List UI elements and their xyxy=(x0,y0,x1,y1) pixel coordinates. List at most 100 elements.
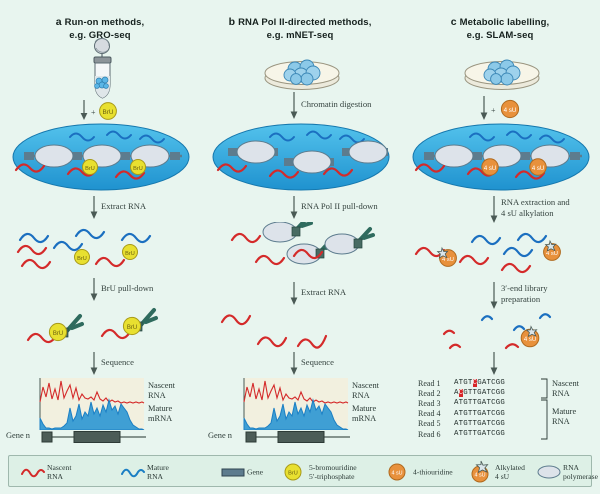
step-label-rna-extraction-alkylation: RNA extraction and 4 sU alkylation xyxy=(501,197,570,218)
nucleus-diagram-a: BrU BrU xyxy=(12,123,190,191)
svg-text:4 sU: 4 sU xyxy=(532,166,544,172)
nucleus-diagram-b xyxy=(212,123,390,191)
track-label-nascent-b: Nascent RNA xyxy=(352,381,379,400)
gene-bar-icon xyxy=(221,468,245,477)
legend-label: Gene xyxy=(247,467,264,477)
legend: Nascent RNA Mature RNA Gene BrU 5-bromou… xyxy=(8,455,600,488)
pol2-ellipse-icon xyxy=(537,465,561,479)
read-sequence: ATGTCGATCGG xyxy=(454,379,505,388)
track-label-nascent-a: Nascent RNA xyxy=(148,381,175,400)
legend-label: 4-thiouridine xyxy=(413,467,453,477)
panel-b-title-line1: RNA Pol II-directed methods, xyxy=(238,17,372,28)
legend-item-pol2: RNA polymerase II xyxy=(537,456,600,488)
panel-a-title-line2: e.g. GRO-seq xyxy=(69,29,131,41)
read-name: Read 5 xyxy=(418,419,441,429)
wavy-blue-line-icon xyxy=(121,468,145,478)
read-name: Read 3 xyxy=(418,398,441,408)
arrow-add-bru: + BrU xyxy=(80,100,117,120)
read-sequence: ATGTTGATCGG xyxy=(454,430,505,439)
reads-label-nascent: Nascent RNA xyxy=(552,379,579,398)
read-row: Read 5 ATGTTGATCGG xyxy=(418,419,505,429)
gene-label-a: Gene n xyxy=(6,431,30,440)
svg-text:BrU: BrU xyxy=(127,325,137,331)
signal-track-b xyxy=(243,378,349,430)
step-label-chromatin-digestion: Chromatin digestion xyxy=(301,99,372,109)
legend-item-4su: 4 sU 4-thiouridine xyxy=(387,456,477,488)
panel-b-letter: b xyxy=(228,16,236,28)
legend-label: Nascent RNA xyxy=(47,463,72,481)
arrow-pol2-pulldown xyxy=(290,196,298,219)
legend-label: RNA polymerase II xyxy=(563,463,600,481)
legend-item-alkylated-4su: 4 sU Alkylated 4 sU xyxy=(469,456,549,488)
plus-sign-a: + xyxy=(91,108,96,117)
panel-c-title-line2: e.g. SLAM-seq xyxy=(466,29,534,41)
step-label-library-preparation: 3′-end library preparation xyxy=(501,283,548,304)
arrow-sequence-c xyxy=(490,352,498,375)
svg-text:BrU: BrU xyxy=(133,166,143,172)
svg-text:4 sU: 4 sU xyxy=(391,471,402,477)
step-label-extract-rna-b: Extract RNA xyxy=(301,287,347,297)
panel-a-title-line1: Run-on methods, xyxy=(64,17,145,28)
read-name: Read 1 xyxy=(418,378,441,388)
step-label-pol2-pulldown: RNA Pol II pull-down xyxy=(301,201,378,211)
read-mismatch: C xyxy=(472,379,478,388)
tube-icon xyxy=(93,38,112,99)
legend-item-bru: BrU 5-bromouridine 5′-triphosphate xyxy=(283,456,393,488)
track-label-mature-b: Mature mRNA xyxy=(352,404,377,423)
rna-pool-b xyxy=(220,314,328,349)
bru-circle-icon: BrU xyxy=(284,463,302,481)
petri-dish-icon-c xyxy=(464,59,540,90)
signal-track-a xyxy=(39,378,145,430)
arrow-bru-pulldown xyxy=(90,278,98,301)
read-sequence: ATGTTGATCGG xyxy=(454,419,505,428)
svg-text:4 sU: 4 sU xyxy=(442,257,454,263)
svg-text:BrU: BrU xyxy=(288,471,298,477)
4su-circle-icon: 4 sU xyxy=(388,463,406,481)
legend-label: Mature RNA xyxy=(147,463,169,481)
legend-item-nascent-rna: Nascent RNA xyxy=(21,456,111,488)
panel-c-title-line1: Metabolic labelling, xyxy=(459,17,550,28)
step-label-extract-rna-a: Extract RNA xyxy=(101,201,147,211)
wavy-red-line-icon xyxy=(21,468,45,478)
library-fragments-c: 4 sU xyxy=(442,313,552,350)
panel-c-letter: c xyxy=(450,16,457,28)
read-name: Read 4 xyxy=(418,409,441,419)
4su-label-c: 4 sU xyxy=(504,107,517,114)
read-sequence: ATGTTGATCGG xyxy=(454,399,505,408)
bru-label-a: BrU xyxy=(102,109,113,116)
svg-text:4 sU: 4 sU xyxy=(484,166,496,172)
nucleus-diagram-c: 4 sU 4 sU xyxy=(412,123,590,191)
arrow-rna-extraction-alkylation xyxy=(490,196,498,223)
arrow-chromatin-digestion xyxy=(290,92,298,119)
svg-text:BrU: BrU xyxy=(53,331,63,337)
svg-text:4 sU: 4 sU xyxy=(474,473,485,479)
read-row: Read 1 ATGTCGATCGG xyxy=(418,378,505,388)
panel-b-title-line2: e.g. mNET-seq xyxy=(266,29,334,41)
step-label-sequence-a: Sequence xyxy=(101,357,134,367)
arrow-extract-rna-a xyxy=(90,196,98,219)
arrow-library-preparation xyxy=(490,282,498,309)
pol2-antibody-complexes-b xyxy=(230,222,375,266)
legend-item-gene: Gene xyxy=(221,456,281,488)
read-mismatch: C xyxy=(458,389,464,398)
svg-text:4 sU: 4 sU xyxy=(546,251,558,257)
step-label-bru-pulldown: BrU pull-down xyxy=(101,283,154,293)
legend-label: 5-bromouridine 5′-triphosphate xyxy=(309,463,357,481)
alkylated-4su-icon: 4 sU xyxy=(471,460,489,483)
alkylated-rna-pool-c: 4 sU 4 sU xyxy=(414,232,561,274)
svg-text:BrU: BrU xyxy=(77,256,87,262)
panel-a-letter: a xyxy=(55,16,62,28)
svg-text:4 sU: 4 sU xyxy=(524,337,536,343)
legend-item-mature-rna: Mature RNA xyxy=(121,456,211,488)
arrow-sequence-b xyxy=(290,352,298,375)
